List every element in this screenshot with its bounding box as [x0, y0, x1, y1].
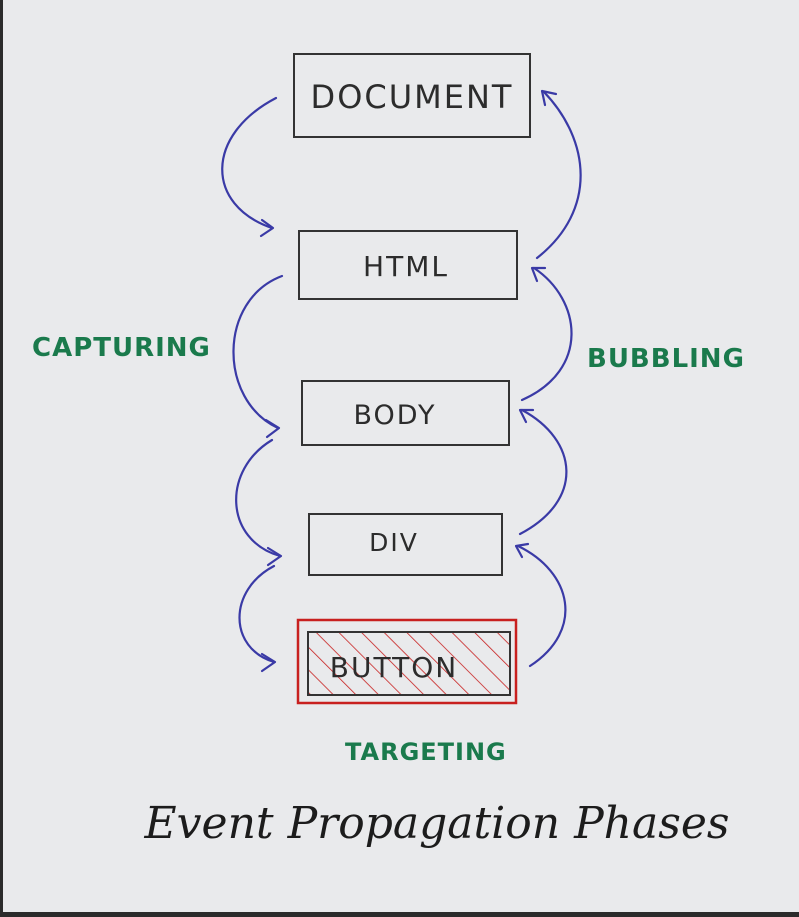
body-box: [301, 380, 510, 446]
capturing-label: CAPTURING: [32, 333, 211, 363]
diagram-title: Event Propagation Phases: [144, 798, 730, 849]
capture-arrowhead-2-icon: [264, 418, 281, 439]
document-node: DOCUMENT: [293, 53, 531, 138]
targeting-label: TARGETING: [345, 738, 507, 766]
photo-left-edge: [0, 0, 3, 917]
document-box: [293, 53, 531, 138]
bubble-arrow-html-document: [535, 90, 582, 260]
capture-arrow-div-button: [238, 564, 276, 664]
bubbling-label: BUBBLING: [587, 344, 745, 374]
body-node: BODY: [301, 380, 510, 446]
button-hatched-box: [307, 631, 511, 696]
document-label: DOCUMENT: [311, 78, 514, 116]
capturing-arrows: [221, 96, 284, 673]
div-box: [308, 513, 503, 576]
button-label: BUTTON: [330, 651, 458, 684]
html-box: [298, 230, 518, 300]
bubble-arrowhead-1-icon: [514, 542, 530, 559]
photo-bottom-edge: [0, 912, 799, 917]
bubble-arrowhead-3-icon: [530, 266, 547, 283]
html-node: HTML: [298, 230, 518, 300]
bubble-arrow-button-div: [516, 544, 567, 668]
bubbling-arrows: [514, 89, 582, 668]
div-node: DIV: [308, 513, 503, 576]
capture-arrowhead-4-icon: [260, 652, 277, 673]
body-label: BODY: [353, 400, 436, 431]
capture-arrowhead-1-icon: [259, 218, 275, 238]
bubble-arrow-body-html: [520, 266, 573, 402]
bubble-arrowhead-2-icon: [518, 408, 535, 424]
capture-arrow-document-html: [221, 96, 278, 230]
capture-arrow-body-div: [235, 438, 282, 558]
button-node: BUTTON: [296, 618, 518, 705]
capture-arrow-html-body: [232, 274, 284, 430]
bubble-arrow-div-body: [518, 408, 568, 536]
div-label: DIV: [369, 528, 419, 557]
capture-arrowhead-3-icon: [266, 546, 283, 567]
button-outer-box: [296, 618, 518, 705]
bubble-arrowhead-4-icon: [540, 89, 558, 107]
html-label: HTML: [363, 250, 449, 283]
